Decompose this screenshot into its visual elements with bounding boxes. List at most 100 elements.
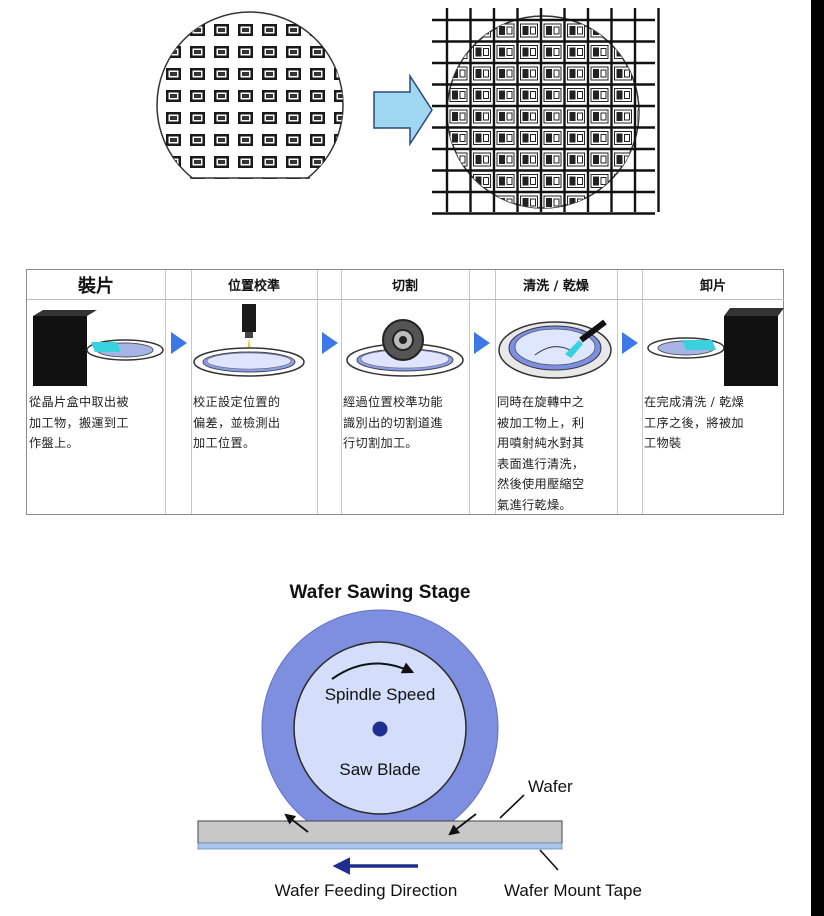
cleaning-illustration — [498, 319, 612, 379]
die-icon — [473, 131, 491, 145]
die-icon — [590, 66, 609, 81]
die-icon — [543, 174, 562, 188]
die-icon — [637, 174, 639, 188]
tape-leader-line — [539, 849, 559, 871]
die-icon — [496, 109, 515, 124]
step-desc-alignment: 校正設定位置的 偏差，並檢測出 加工位置。 — [193, 392, 315, 454]
column-divider — [495, 270, 496, 514]
die-icon — [214, 90, 229, 102]
die-icon — [473, 66, 491, 81]
desc-line: 加工位置。 — [193, 436, 256, 450]
die-icon — [262, 46, 277, 58]
die-icon — [310, 156, 325, 168]
step-title-cutting: 切割 — [341, 270, 469, 300]
die-icon — [262, 24, 277, 36]
desc-line: 經過位置校準功能 — [343, 395, 443, 409]
die-icon — [590, 23, 609, 38]
desc-line: 表面進行清洗， — [497, 456, 585, 471]
die-icon — [567, 131, 585, 145]
die-icon — [449, 174, 468, 188]
die-icon — [262, 134, 277, 146]
die-icon — [520, 45, 538, 59]
die-icon — [543, 131, 562, 145]
die-icon — [614, 88, 632, 102]
column-divider — [469, 270, 470, 514]
die-icon — [473, 109, 491, 124]
die-icon — [190, 112, 205, 124]
desc-line: 工物裝 — [644, 436, 682, 450]
desc-line: 工序之後，將被加 — [644, 415, 744, 430]
die-icon — [520, 131, 538, 145]
die-icon — [590, 109, 609, 124]
die-icon — [166, 24, 181, 36]
mount-tape-label: Wafer Mount Tape — [504, 881, 642, 900]
mount-tape-bar — [197, 842, 563, 850]
column-divider — [165, 270, 166, 514]
die-icon — [214, 134, 229, 146]
column-divider — [617, 270, 618, 514]
step-arrow — [171, 332, 187, 354]
step-arrow — [474, 332, 490, 354]
desc-line: 從晶片盒中取出被 — [29, 395, 129, 409]
die-icon — [520, 66, 538, 81]
process-arrow — [373, 73, 433, 147]
die-icon — [590, 88, 609, 102]
die-icon — [520, 174, 538, 188]
desc-line: 用噴射純水對其 — [497, 436, 585, 450]
die-icon — [543, 88, 562, 102]
step-title-unloading: 卸片 — [642, 270, 784, 300]
wafer-dicing-illustration — [156, 8, 660, 215]
wafer-sawing-stage-diagram: Wafer Sawing Stage Spindle Speed Saw Bla… — [197, 582, 642, 900]
die-icon — [520, 23, 538, 38]
die-icon — [286, 46, 301, 58]
die-icon — [334, 24, 343, 36]
die-icon — [567, 66, 585, 81]
die-icon — [473, 88, 491, 102]
desc-line: 加工物，搬運到工 — [29, 415, 129, 430]
die-icon — [543, 152, 562, 167]
die-icon — [473, 45, 491, 59]
die-icon — [214, 24, 229, 36]
column-divider — [191, 270, 192, 514]
die-icon — [637, 109, 639, 124]
die-icon — [449, 195, 468, 208]
desc-line: 被加工物上，利 — [497, 415, 585, 430]
die-icon — [214, 156, 229, 168]
die-icon — [310, 90, 325, 102]
step-desc-loading: 從晶片盒中取出被 加工物，搬運到工 作盤上。 — [29, 392, 163, 454]
column-divider — [341, 270, 342, 514]
die-icon — [286, 90, 301, 102]
die-icon — [190, 134, 205, 146]
step-arrow — [322, 332, 338, 354]
die-icon — [310, 46, 325, 58]
spindle-rotation-arrow — [331, 662, 415, 680]
die-icon — [637, 66, 639, 81]
die-icon — [310, 134, 325, 146]
die-icon — [473, 152, 491, 167]
die-icon — [166, 156, 181, 168]
die-icon — [614, 45, 632, 59]
spindle-center-dot — [372, 721, 388, 737]
die-icon — [496, 45, 515, 59]
die-icon — [238, 112, 253, 124]
die-icon — [262, 156, 277, 168]
die-icon — [310, 112, 325, 124]
alignment-illustration — [193, 304, 305, 377]
desc-line: 同時在旋轉中之 — [497, 395, 585, 409]
die-icon — [496, 152, 515, 167]
die-icon — [520, 88, 538, 102]
die-icon — [286, 156, 301, 168]
feeding-direction-label: Wafer Feeding Direction — [275, 881, 458, 900]
desc-line: 校正設定位置的 — [193, 395, 281, 409]
header-spacer — [165, 270, 191, 300]
die-icon — [190, 68, 205, 80]
die-icon — [567, 152, 585, 167]
die-icon — [238, 24, 253, 36]
step-title-alignment: 位置校準 — [191, 270, 317, 300]
cutting-illustration — [346, 319, 464, 377]
die-icon — [214, 46, 229, 58]
die-icon — [238, 68, 253, 80]
die-icon — [567, 174, 585, 188]
die-icon — [614, 195, 632, 208]
die-icon — [286, 68, 301, 80]
